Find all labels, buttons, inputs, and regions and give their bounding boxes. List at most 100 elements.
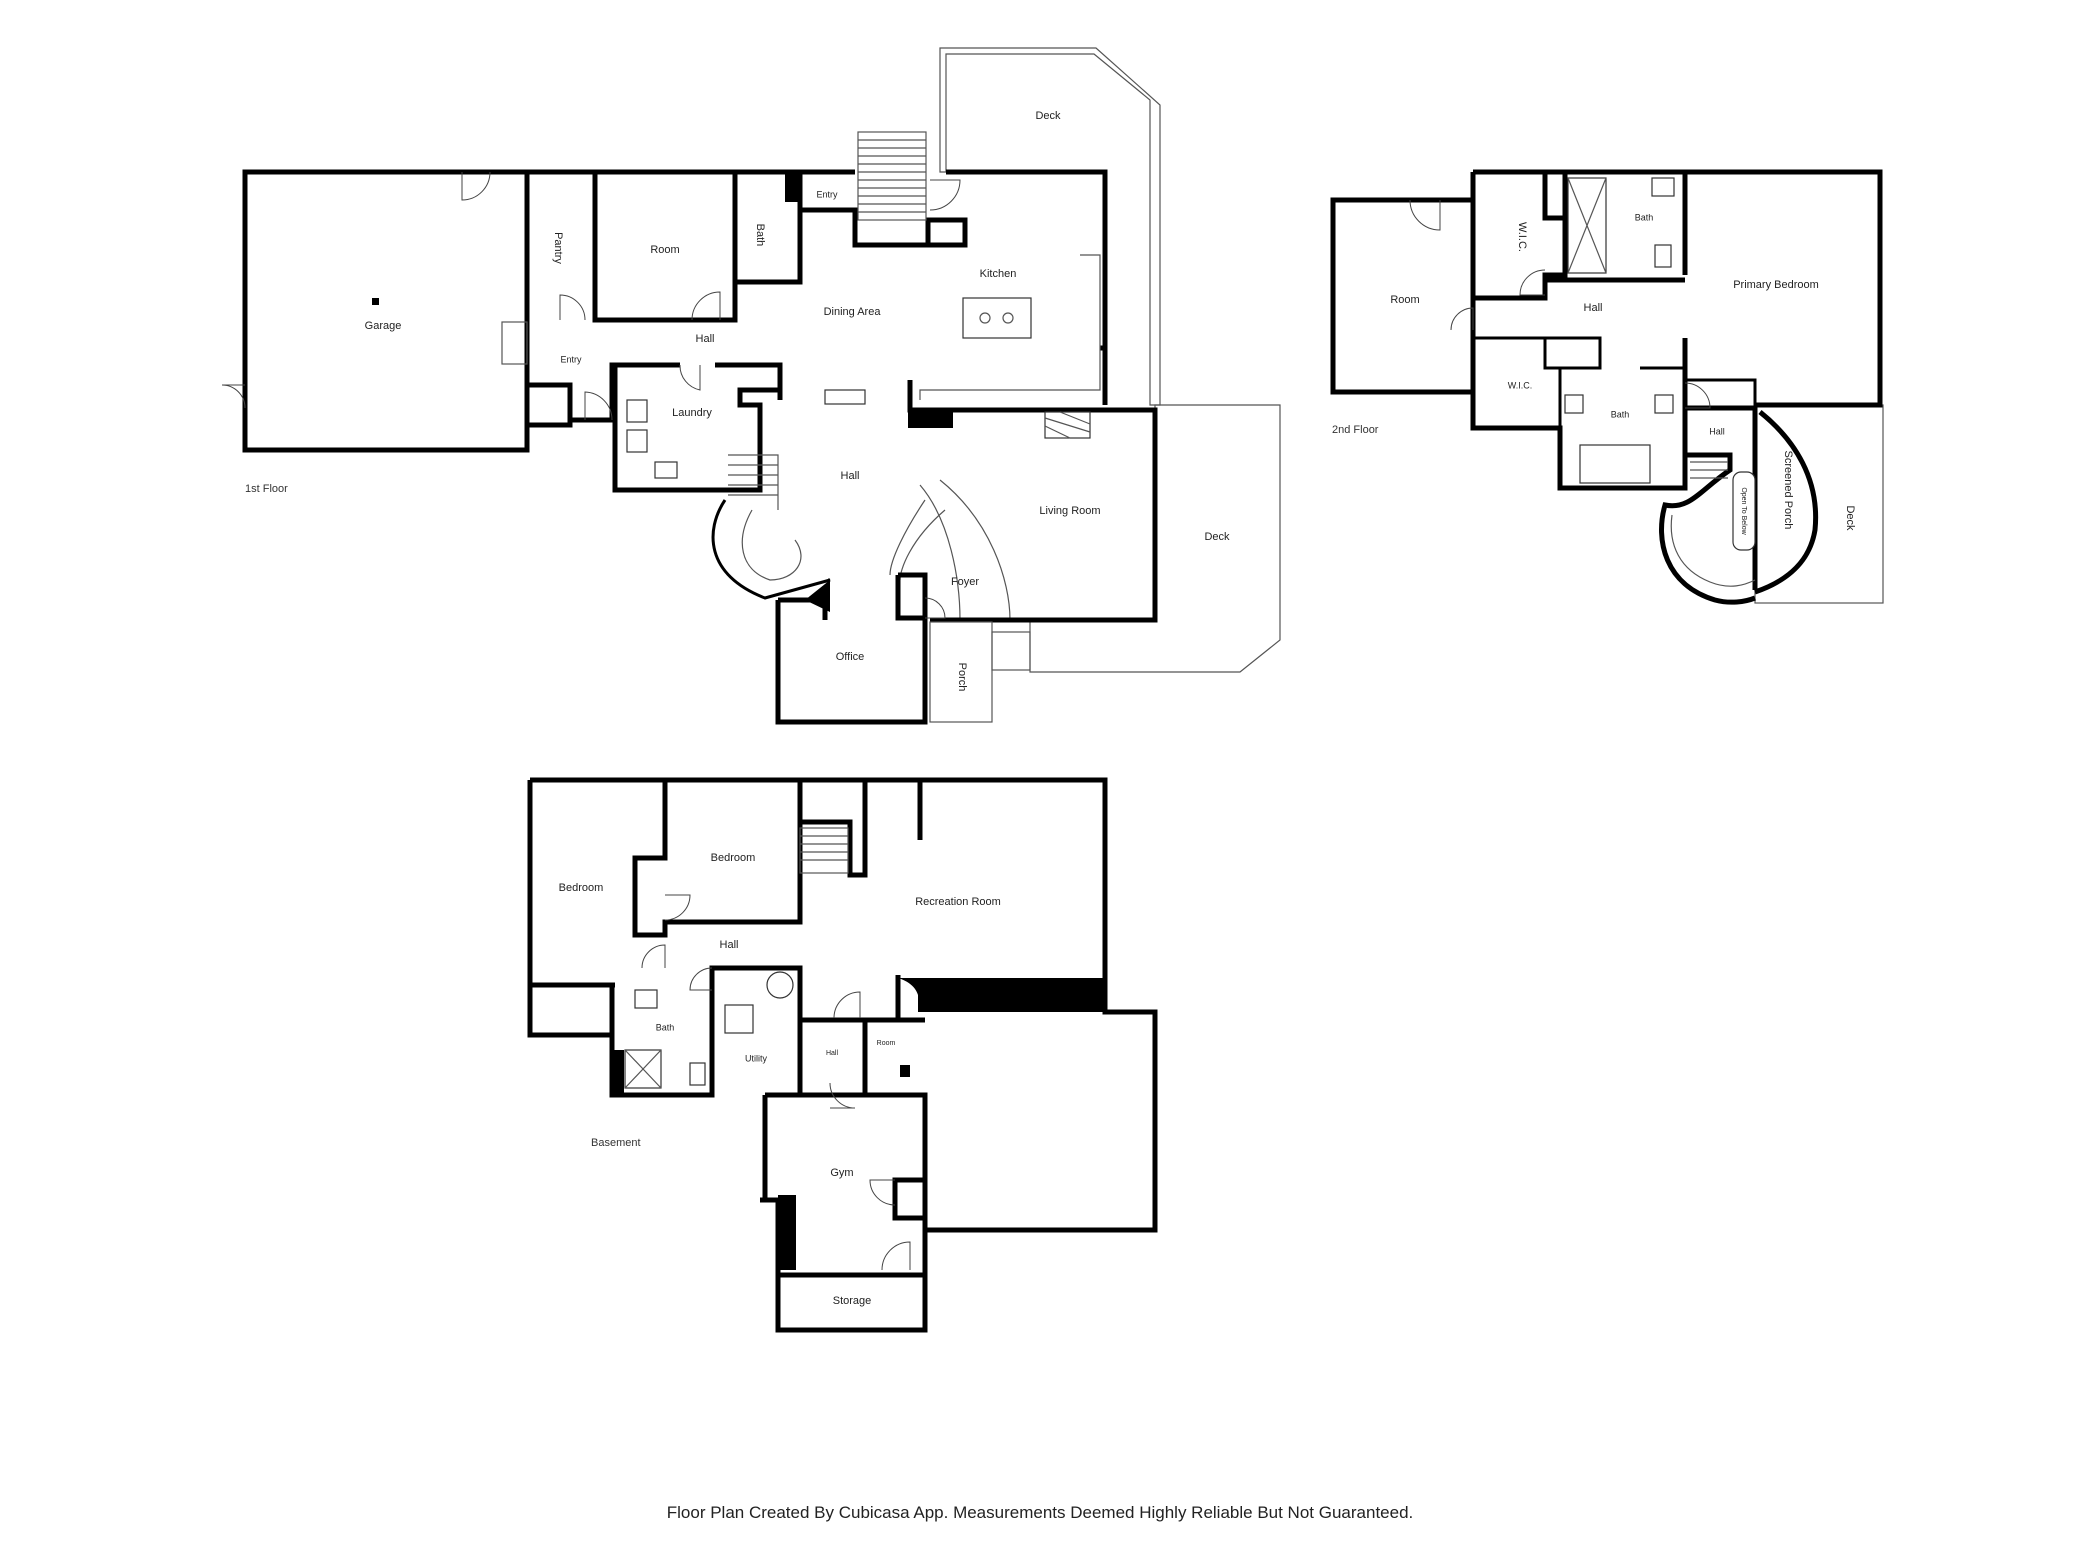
- washer: [626, 399, 648, 423]
- rec-room-black-arc: [898, 978, 1105, 1012]
- first-floor-plan: [221, 47, 1281, 725]
- label-2nd-hall: Hall: [1584, 302, 1603, 314]
- label-kitchen: Kitchen: [980, 268, 1017, 280]
- door-arc: [829, 1082, 856, 1109]
- label-2nd-floor: 2nd Floor: [1332, 424, 1379, 436]
- bath-basement-toilet: [689, 1062, 706, 1086]
- label-utility: Utility: [745, 1053, 767, 1063]
- label-basement: Basement: [591, 1137, 641, 1149]
- label-laundry: Laundry: [672, 407, 712, 419]
- hall-small-walls: [800, 1017, 868, 1095]
- label-2nd-deck: Deck: [1844, 505, 1856, 531]
- garage-walls: [242, 169, 530, 453]
- door-arc: [833, 991, 861, 1019]
- label-hall-left: Hall: [696, 333, 715, 345]
- label-recreation: Recreation Room: [915, 896, 1001, 908]
- label-bath: Bath: [754, 224, 766, 247]
- shower-x: [624, 1049, 662, 1089]
- rec-room-black-arc-2: [1070, 978, 1105, 1012]
- label-garage: Garage: [365, 320, 402, 332]
- laundry-walls-2: [715, 362, 783, 400]
- spiral-stair-left: [711, 499, 831, 600]
- door-arc: [924, 597, 946, 619]
- label-foyer: Foyer: [951, 576, 979, 588]
- kitchen-counter: [919, 254, 1101, 400]
- label-wic-top: W.I.C.: [1516, 222, 1528, 252]
- label-2nd-room: Room: [1390, 294, 1419, 306]
- door-arc: [1684, 382, 1711, 409]
- door-arc: [1450, 307, 1474, 331]
- label-room: Room: [650, 244, 679, 256]
- label-porch: Porch: [956, 663, 968, 692]
- stair-basement: [799, 827, 849, 874]
- label-hall-small: Hall: [1709, 426, 1725, 436]
- label-room-small: Room: [877, 1040, 896, 1047]
- shower-x: [1567, 177, 1607, 274]
- bath-top-walls: [1545, 172, 1568, 221]
- spiral-stair-left-inner: [741, 509, 802, 581]
- porch-steps: [991, 631, 1031, 671]
- door-arc: [221, 384, 246, 409]
- door-arc: [584, 391, 613, 421]
- label-hall-center: Hall: [841, 470, 860, 482]
- foyer-curve-3: [889, 499, 926, 576]
- spiral-stair-2nd-inner: [1670, 514, 1756, 587]
- second-floor-plan: [1330, 169, 1884, 605]
- basement-plan: [527, 777, 1158, 1333]
- screened-porch-curve: [1754, 410, 1819, 595]
- water-heater: [766, 971, 794, 999]
- label-entry-top: Entry: [816, 189, 838, 199]
- stairs-top: [857, 131, 927, 221]
- label-wic-bottom: W.I.C.: [1508, 380, 1533, 390]
- foyer-curve-2: [939, 479, 1011, 621]
- door-arc: [679, 364, 701, 391]
- bath-basement-black: [612, 1050, 624, 1095]
- label-deck-right: Deck: [1204, 531, 1230, 543]
- stairs-top-treads: [858, 139, 926, 213]
- label-bedroom-center: Bedroom: [711, 852, 756, 864]
- laundry-stair: [728, 454, 779, 510]
- door-arc: [559, 294, 586, 321]
- label-basement-hall: Hall: [720, 939, 739, 951]
- bath-black-block: [785, 172, 802, 202]
- label-gym: Gym: [830, 1167, 853, 1179]
- bath-walls: [732, 169, 803, 285]
- label-dining: Dining Area: [824, 306, 882, 318]
- hall-2nd-walls: [1542, 275, 1685, 283]
- utility-box: [724, 1004, 754, 1034]
- dryer: [626, 429, 648, 453]
- label-bath-top: Bath: [1635, 212, 1654, 222]
- label-office: Office: [836, 651, 865, 663]
- second-floor-labels: Room W.I.C. Bath Primary Bedroom Hall W.…: [1332, 212, 1856, 535]
- foyer-walls: [895, 575, 925, 621]
- label-entry-left: Entry: [560, 354, 582, 364]
- label-storage: Storage: [833, 1295, 872, 1307]
- foyer-walls-2: [898, 572, 928, 618]
- door-arc: [929, 179, 961, 211]
- office-black-corner: [805, 580, 830, 612]
- bath-bottom-sink2: [1654, 394, 1674, 414]
- label-living: Living Room: [1039, 505, 1100, 517]
- wic-bottom-inner: [1473, 336, 1562, 428]
- office-walls: [775, 600, 928, 725]
- open-below-box: [1732, 471, 1756, 551]
- disclaimer-text: Floor Plan Created By Cubicasa App. Meas…: [666, 1503, 1414, 1522]
- garage-post: [372, 298, 379, 305]
- laundry-stair-treads: [728, 464, 778, 496]
- foyer-curve-1: [919, 484, 961, 621]
- spiral-stair-2nd: [1659, 452, 1756, 605]
- label-hall-small: Hall: [826, 1050, 839, 1057]
- gym-closet: [892, 1177, 925, 1221]
- stair-basement-walls: [797, 782, 868, 878]
- cooktop-burner: [1002, 312, 1014, 324]
- kitchen-island: [962, 297, 1032, 339]
- cooktop-burner: [979, 312, 991, 324]
- label-bath-bottom: Bath: [1611, 409, 1630, 419]
- door-arc: [689, 967, 713, 991]
- room-small-black: [900, 1065, 910, 1077]
- label-1st-floor: 1st Floor: [245, 483, 288, 495]
- label-deck-top: Deck: [1035, 110, 1061, 122]
- label-basement-bath: Bath: [656, 1022, 675, 1032]
- tub-bottom: [1579, 444, 1651, 484]
